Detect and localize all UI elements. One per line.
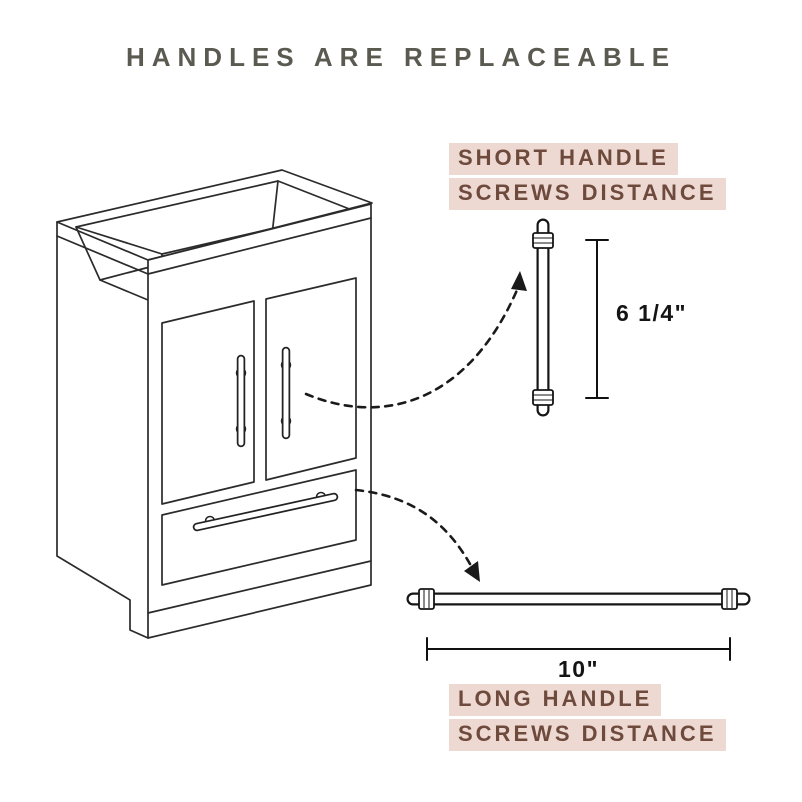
cabinet-drawing — [56, 169, 373, 639]
long-handle-left-screw — [418, 588, 435, 610]
cabinet-handles — [192, 346, 339, 532]
cabinet-left-door — [161, 300, 255, 505]
right-door-handle — [280, 346, 292, 440]
cabinet-interior-edges — [75, 180, 353, 306]
short-handle-dimension: 6 1/4" — [616, 300, 688, 326]
drawer-handle — [192, 491, 339, 532]
short-handle-top-screw — [532, 232, 554, 249]
short-handle-bottom-screw — [532, 389, 554, 406]
long-handle-dimension: 10" — [558, 656, 599, 682]
long-dimension-line — [426, 637, 731, 661]
cabinet-left-panel — [56, 221, 149, 639]
cabinet-toe-kick — [147, 560, 372, 639]
arrowhead-short — [511, 271, 527, 291]
short-handle-label: SHORT HANDLE SCREWS DISTANCE — [449, 143, 726, 211]
arrow-to-short-handle — [304, 271, 527, 409]
short-dimension-line — [585, 239, 609, 399]
cabinet-top-rim-outer — [56, 169, 373, 261]
long-handle-label-line2: SCREWS DISTANCE — [449, 719, 726, 752]
long-handle-right-screw — [721, 588, 738, 610]
cabinet-front-rim-line — [147, 217, 372, 275]
arrow-to-long-handle — [354, 488, 480, 582]
long-handle-label: LONG HANDLE SCREWS DISTANCE — [449, 684, 726, 752]
cabinet-left-rim-line — [56, 235, 149, 275]
short-handle-label-line1: SHORT HANDLE — [449, 143, 678, 176]
arrowhead-long — [464, 561, 480, 582]
long-handle-label-line1: LONG HANDLE — [449, 684, 662, 717]
cabinet-right-door — [265, 277, 357, 481]
short-handle-label-line2: SCREWS DISTANCE — [449, 178, 726, 211]
left-door-handle — [235, 354, 247, 448]
page-title: HANDLES ARE REPLACEABLE — [125, 42, 677, 72]
cabinet-drawer — [161, 469, 357, 586]
short-handle-drawing — [532, 218, 554, 417]
long-handle-drawing — [406, 588, 751, 610]
